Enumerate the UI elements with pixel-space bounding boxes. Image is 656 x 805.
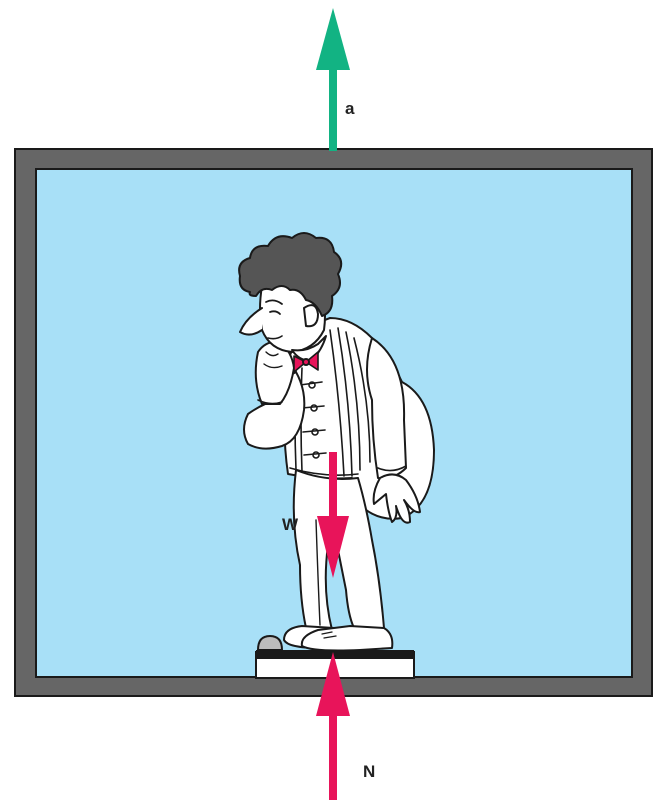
acceleration-label: a bbox=[345, 99, 355, 118]
acceleration-arrow-head bbox=[316, 8, 350, 70]
acceleration-arrow-shaft bbox=[329, 66, 337, 151]
weight-label: W bbox=[282, 515, 299, 534]
normal-label: N bbox=[363, 762, 375, 781]
weight-arrow-shaft bbox=[329, 452, 337, 520]
acceleration-vector: a bbox=[316, 8, 355, 151]
bow-tie-knot bbox=[303, 359, 309, 365]
ear bbox=[304, 305, 318, 326]
heel-shadow bbox=[258, 636, 282, 650]
normal-arrow-shaft bbox=[329, 712, 337, 800]
